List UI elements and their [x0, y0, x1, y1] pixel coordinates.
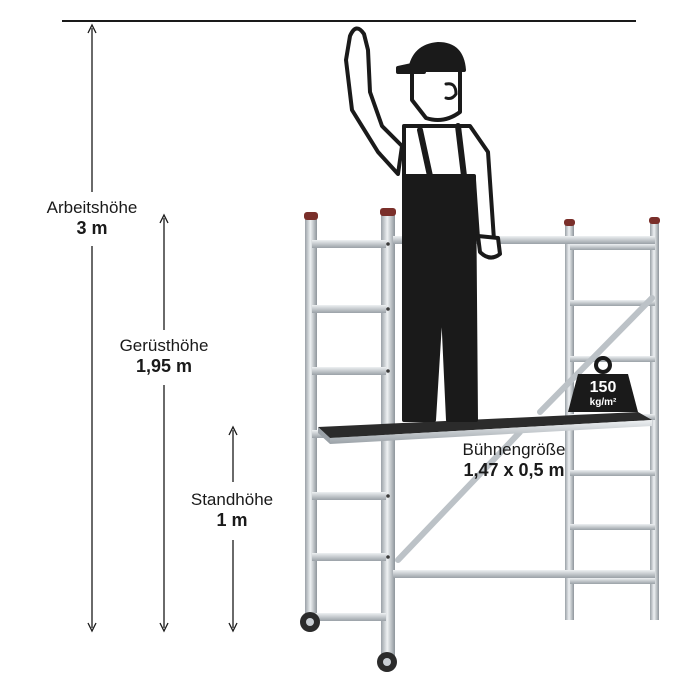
worker-figure [344, 26, 502, 422]
platform-size-value: 1,47 x 0,5 m [463, 460, 565, 481]
working-height-label: Arbeitshöhe 3 m [30, 198, 154, 240]
scaffold-height-title: Gerüsthöhe [119, 336, 209, 355]
wheel-icon [377, 652, 397, 672]
platform-size-title: Bühnengröße [462, 440, 566, 459]
standing-height-arrow [228, 425, 238, 633]
scaffold-height-label: Gerüsthöhe 1,95 m [100, 336, 228, 378]
platform-size-label: Bühnengröße 1,47 x 0,5 m [448, 440, 580, 482]
standing-height-value: 1 m [216, 510, 248, 531]
working-height-value: 3 m [76, 218, 108, 239]
load-value: 150 [589, 379, 617, 396]
scaffold-height-arrow [159, 213, 169, 633]
scaffold-front-frame [305, 214, 395, 658]
standing-height-title: Standhöhe [190, 490, 274, 509]
diagonal-braces [395, 295, 655, 563]
standing-height-label: Standhöhe 1 m [176, 490, 288, 532]
platform [318, 412, 652, 444]
scaffold-height-value: 1,95 m [135, 356, 193, 377]
load-unit: kg/m² [589, 397, 617, 408]
working-height-title: Arbeitshöhe [46, 198, 138, 217]
frame-end-caps [304, 208, 660, 226]
wheel-icon [300, 612, 320, 632]
weight-icon [568, 356, 638, 412]
horizontal-rails [393, 236, 655, 578]
working-height-arrow [87, 23, 97, 633]
